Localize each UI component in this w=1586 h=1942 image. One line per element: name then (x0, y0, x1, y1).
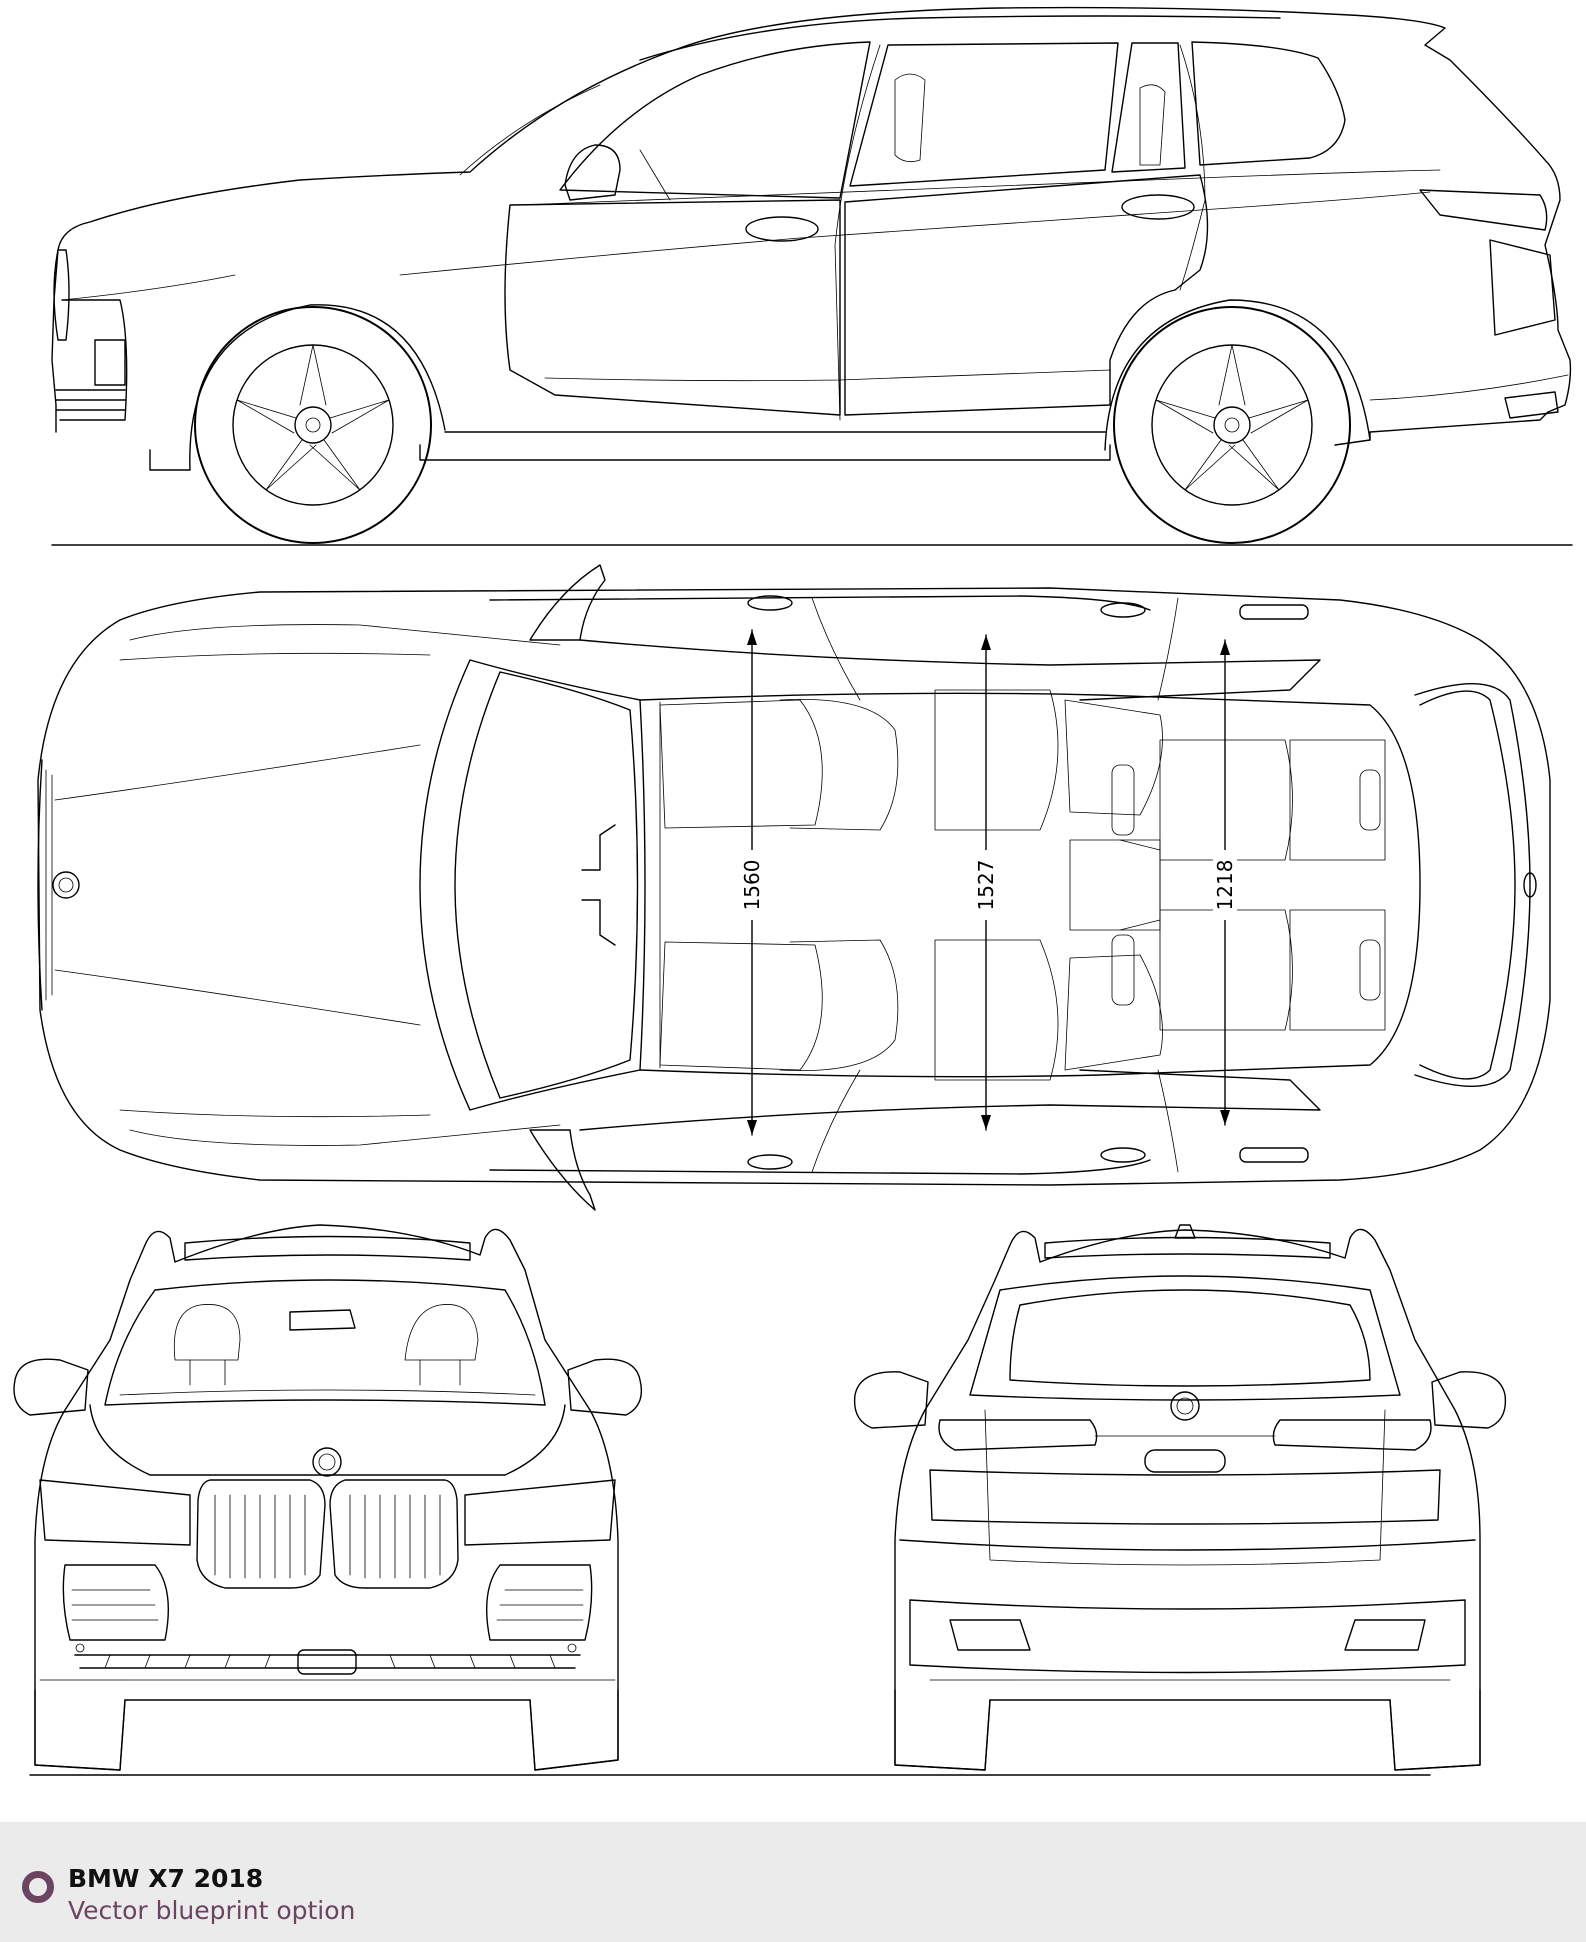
vehicle-blueprint-drawing: 1560 1527 1218 (0, 0, 1586, 1818)
top-view: 1560 1527 1218 (38, 565, 1550, 1210)
ring-bullet-icon (22, 1871, 54, 1903)
rear-view (30, 1225, 1505, 1775)
dimension-label-front-track: 1560 (740, 860, 764, 911)
blueprint-subtitle: Vector blueprint option (68, 1896, 356, 1925)
front-view (14, 1225, 641, 1770)
dimension-label-rear-track: 1218 (1213, 860, 1237, 911)
dimension-label-middle-track: 1527 (974, 860, 998, 911)
caption-bar: BMW X7 2018 Vector blueprint option (0, 1822, 1586, 1942)
blueprint-title: BMW X7 2018 (68, 1864, 264, 1893)
side-view (52, 8, 1572, 545)
